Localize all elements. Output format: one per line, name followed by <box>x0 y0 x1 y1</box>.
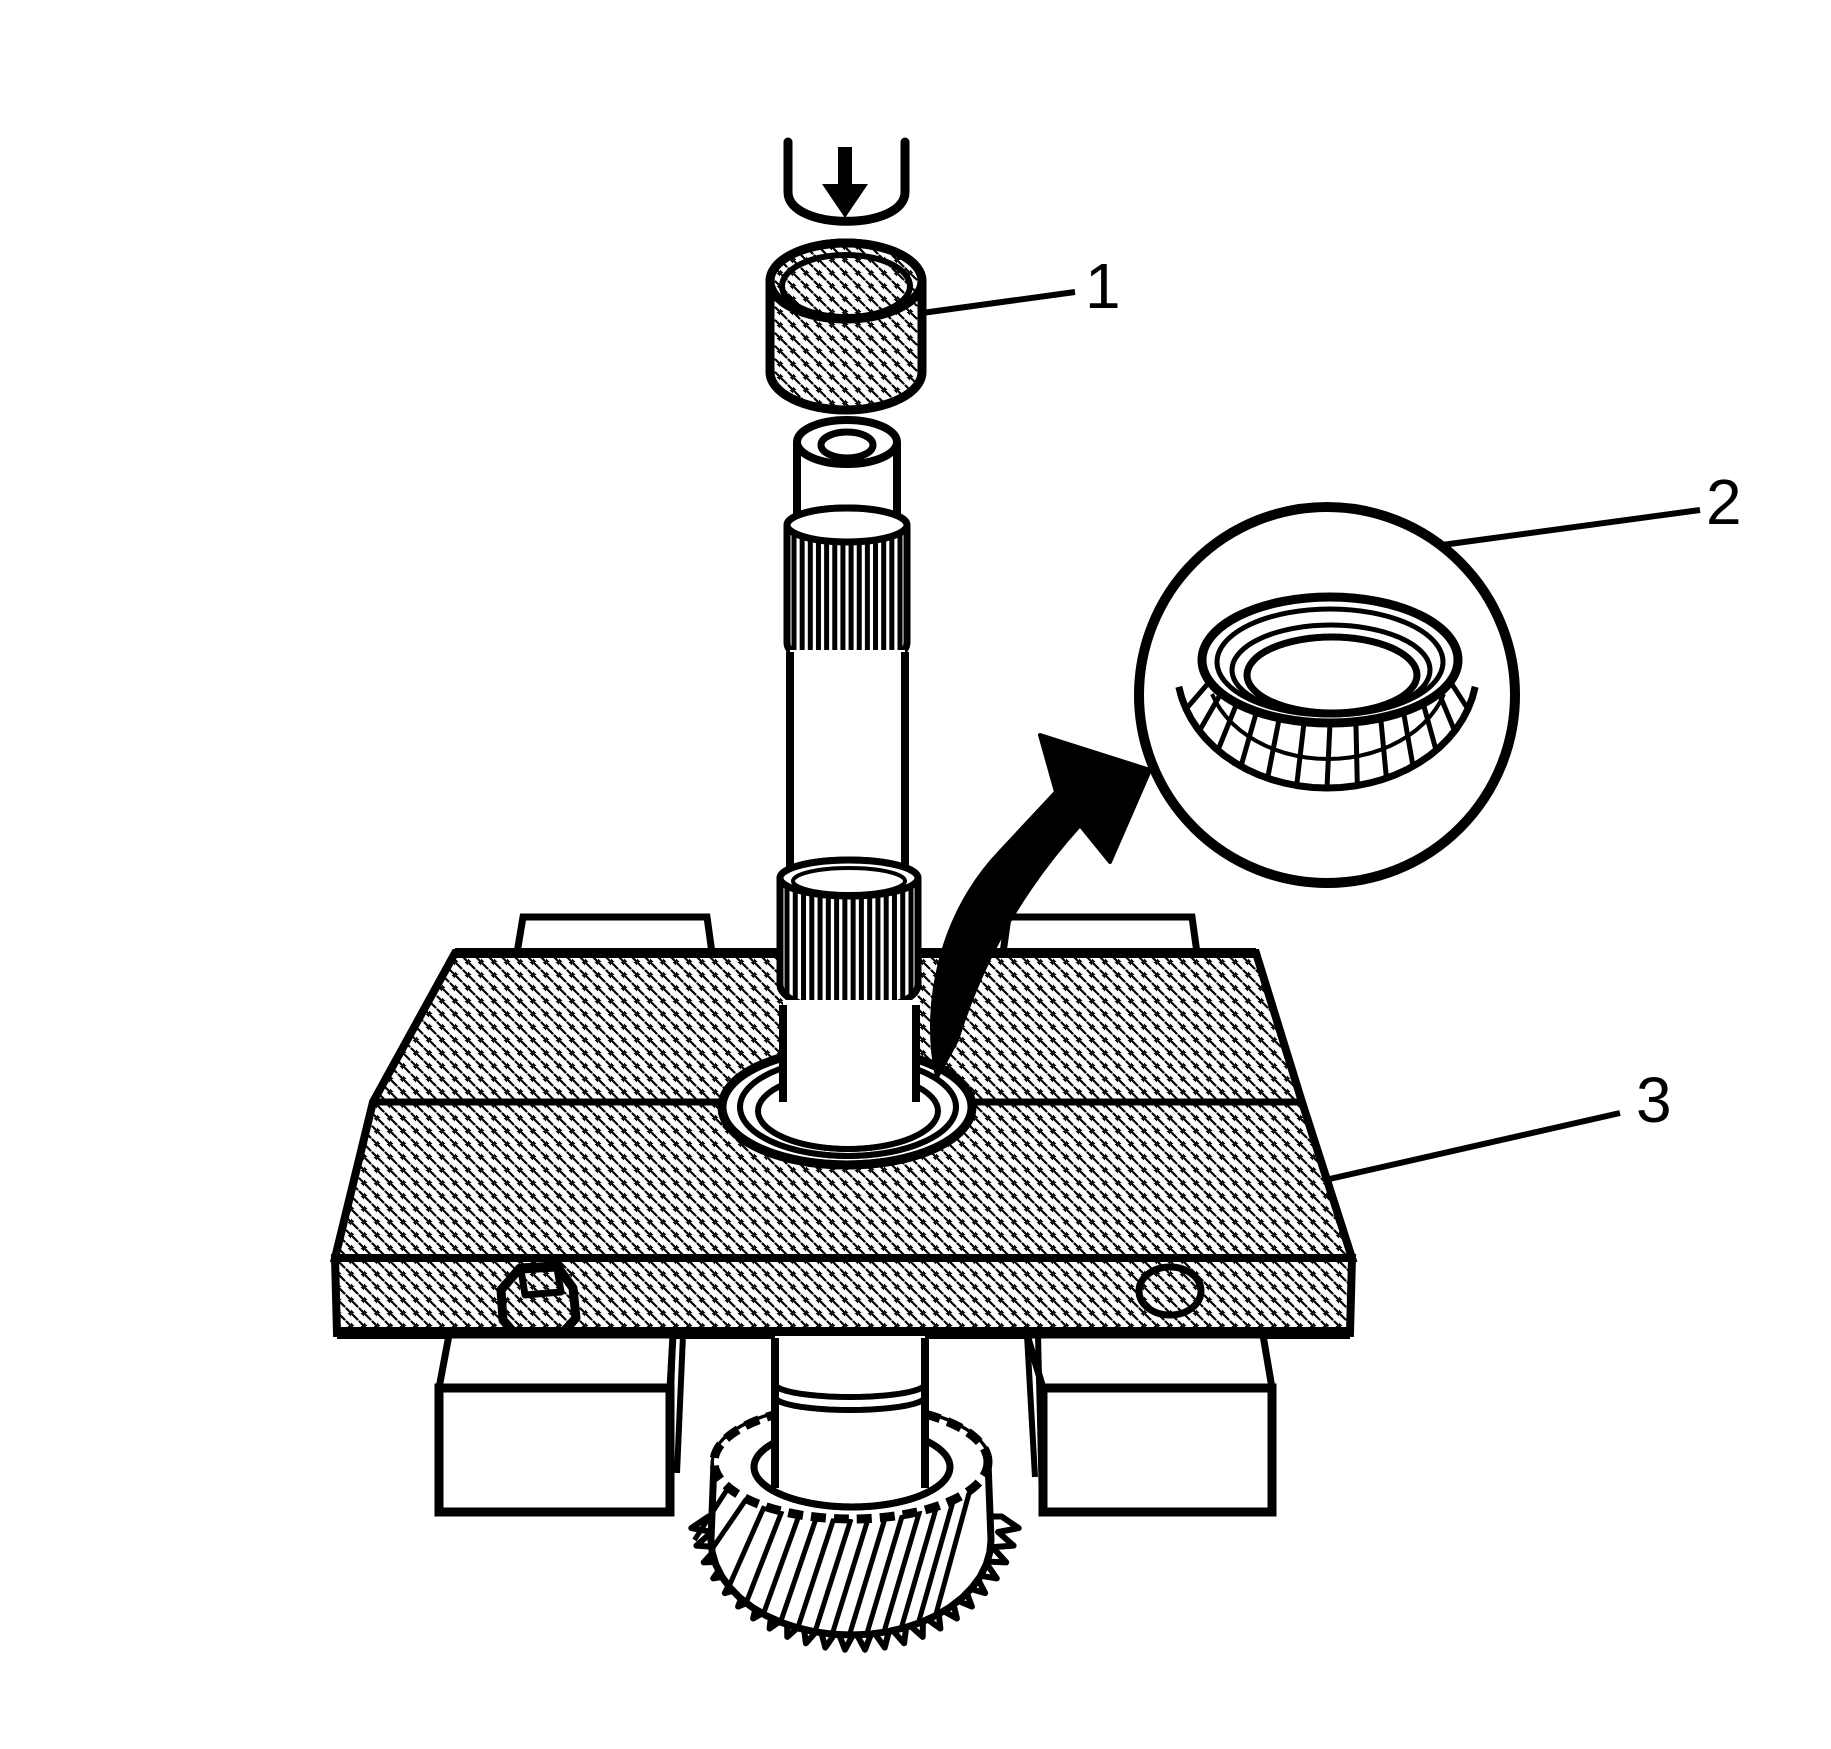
bearing-driver-cylinder <box>765 238 927 415</box>
counter-gear <box>688 1336 1022 1653</box>
input-shaft <box>730 416 964 1170</box>
tapered-roller-bearing <box>1175 592 1479 792</box>
upper-spline-band <box>783 504 911 671</box>
shaft-below-plate <box>771 1336 929 1490</box>
leader-3 <box>1324 1110 1621 1183</box>
detail-inset-circle <box>1134 502 1520 888</box>
press-ram-bracket <box>783 137 910 226</box>
shaft-at-plate <box>779 1000 920 1105</box>
support-block-right <box>1022 1331 1277 1517</box>
gear-bore-front-arc <box>756 1476 948 1511</box>
shaft-middle-section <box>786 650 909 885</box>
callout-1-label: 1 <box>1085 250 1121 322</box>
lower-spline-band <box>776 856 922 1015</box>
leader-1 <box>921 289 1076 316</box>
shaft-collar-rings <box>773 1383 927 1413</box>
rear-support-block-tops <box>512 913 1202 957</box>
down-arrow-icon <box>822 147 868 218</box>
shaft-center-hole <box>817 428 877 462</box>
callout-leaders <box>921 289 1701 1183</box>
callout-2-label: 2 <box>1706 466 1742 538</box>
support-block-left <box>434 1331 686 1517</box>
bore-ring-front-arcs <box>730 1119 964 1170</box>
plate-front-hole <box>1135 1263 1205 1319</box>
shaft-tip <box>793 416 901 518</box>
callout-3-label: 3 <box>1636 1064 1672 1136</box>
leader-2 <box>1441 507 1701 548</box>
